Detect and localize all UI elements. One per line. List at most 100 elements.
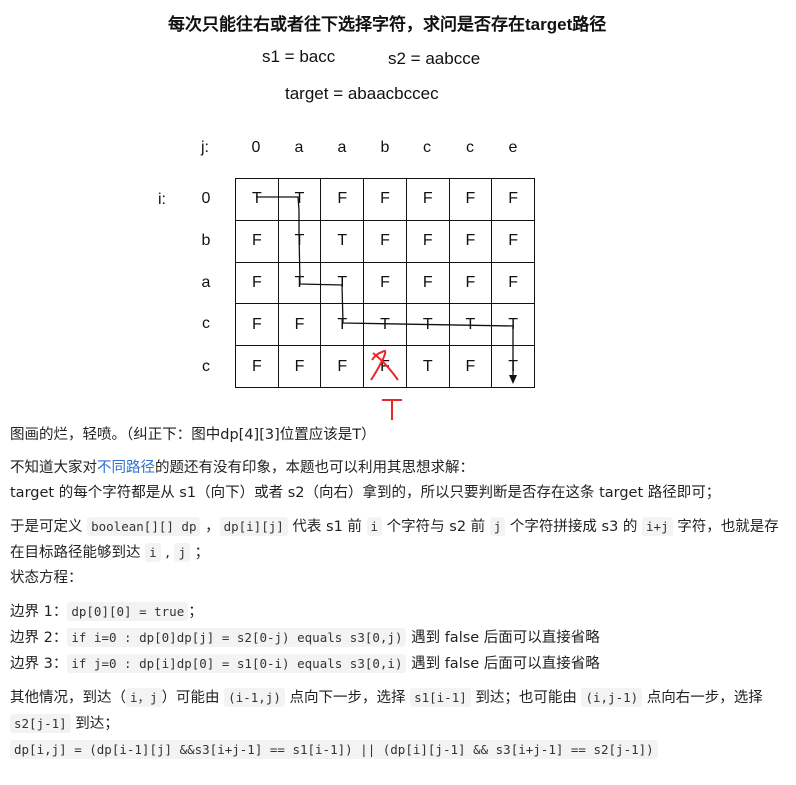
inline-code: j: [174, 543, 190, 562]
dp-cell: F: [449, 262, 493, 305]
dp-cell: F: [449, 346, 493, 388]
dp-cell: T: [492, 346, 535, 388]
dp-cell: T: [406, 346, 450, 388]
dp-cell: F: [236, 262, 279, 305]
text-span: ；: [188, 604, 203, 620]
target-paragraph: target 的每个字符都是从 s1（向下）或者 s2（向右）拿到的，所以只要判…: [10, 485, 721, 501]
inline-code: i，j: [126, 688, 162, 707]
column-header: c: [423, 139, 431, 156]
text-span: 点向右一步，选择: [642, 690, 763, 706]
text-span: 遇到 false 后面可以直接省略: [406, 656, 600, 672]
dp-cell: T: [449, 304, 493, 347]
text-span: 不知道大家对: [10, 460, 97, 476]
inline-code: if j=0 : dp[i]dp[0] = s1[0-i) equals s3[…: [67, 654, 407, 673]
inline-code: i: [366, 517, 383, 536]
inline-code: boolean[][] dp: [87, 517, 201, 536]
j-axis-label: j:: [201, 139, 209, 156]
inline-code: j: [489, 517, 506, 536]
dp-cell: F: [492, 262, 535, 305]
column-header: 0: [251, 139, 261, 156]
inline-code: dp[0][0] = true: [67, 602, 189, 621]
boundary-2: 边界 2：if i=0 : dp[0]dp[j] = s2[0-j) equal…: [10, 625, 790, 651]
row-header: c: [202, 358, 210, 375]
explanation-text: 图画的烂，轻喷。（纠正下：图中dp[4][3]位置应该是T） 不知道大家对不同路…: [10, 423, 790, 763]
inline-code: s2[j-1]: [10, 714, 71, 733]
inline-code: i+j: [642, 517, 673, 536]
inline-code: (i,j-1): [581, 688, 643, 707]
dp-cell: T: [321, 304, 365, 347]
dp-cell: F: [406, 179, 450, 221]
dp-cell: F: [449, 220, 493, 263]
dp-cell: T: [278, 179, 322, 221]
text-span: ）可能由: [161, 690, 225, 706]
dp-cell: F: [406, 220, 450, 263]
unique-paths-link[interactable]: 不同路径: [97, 460, 155, 476]
formula-line: dp[i,j] = (dp[i-1][j] &&s3[i+j-1] == s1[…: [10, 737, 790, 763]
text-span: 到达；也可能由: [470, 690, 582, 706]
dp-cell: F: [236, 346, 279, 388]
boundary-3: 边界 3：if j=0 : dp[i]dp[0] = s1[0-i) equal…: [10, 651, 790, 677]
text-span: 于是可定义: [10, 519, 88, 535]
text-span: 其他情况，到达（: [10, 690, 126, 706]
text-span: 边界 2：: [10, 630, 68, 646]
dp-cell: T: [492, 304, 535, 347]
column-header: a: [294, 139, 304, 156]
text-span: 点向下一步，选择: [284, 690, 411, 706]
text-span: 字符，也就是存在目标路径能够到达: [10, 519, 779, 561]
text-span: 遇到 false 后面可以直接省略: [406, 630, 600, 646]
row-header: c: [202, 315, 210, 332]
column-header: e: [508, 139, 518, 156]
column-header: b: [380, 139, 390, 156]
dp-cell: T: [236, 179, 279, 221]
intro-paragraph: 不知道大家对不同路径的题还有没有印象，本题也可以利用其思想求解：: [10, 456, 790, 481]
dp-cell: T: [278, 220, 322, 263]
row-header: b: [201, 232, 211, 249]
inline-code: i: [145, 543, 161, 562]
dp-cell: F: [364, 346, 407, 388]
row-header: 0: [201, 190, 211, 207]
correction-t-icon: [382, 399, 402, 420]
dp-cell: F: [321, 179, 365, 221]
inline-code: s1[i-1]: [410, 688, 471, 707]
inline-code: if i=0 : dp[0]dp[j] = s2[0-j) equals s3[…: [67, 628, 407, 647]
dp-cell: F: [364, 179, 407, 221]
dp-cell: F: [492, 179, 535, 221]
dp-cell: F: [278, 304, 322, 347]
row-header: a: [201, 274, 211, 291]
state-equation-heading: 状态方程：: [10, 570, 83, 586]
text-span: ,: [160, 545, 175, 561]
caption: 图画的烂，轻喷。（纠正下：图中dp[4][3]位置应该是T）: [10, 427, 376, 443]
dp-cell: F: [321, 346, 365, 388]
dp-cell: F: [406, 262, 450, 305]
inline-code: (i-1,j): [224, 688, 285, 707]
dp-cell: T: [278, 262, 322, 305]
dp-cell: T: [364, 304, 407, 347]
dp-cell: T: [406, 304, 450, 347]
boundary-1: 边界 1：dp[0][0] = true；: [10, 599, 790, 625]
inline-code: dp[i][j]: [219, 517, 288, 536]
text-span: 到达；: [70, 716, 119, 732]
text-span: ，: [200, 519, 220, 535]
column-header: a: [337, 139, 347, 156]
text-span: 边界 1：: [10, 604, 68, 620]
text-span: 个字符拼接成 s3 的: [505, 519, 643, 535]
definition-paragraph: 于是可定义 boolean[][] dp ，dp[i][j] 代表 s1 前 i…: [10, 514, 790, 566]
s1-label: s1 = bacc: [262, 47, 336, 66]
i-axis-label: i:: [158, 191, 166, 208]
dp-cell: T: [321, 262, 365, 305]
target-label: target = abaacbccec: [285, 84, 439, 103]
dp-cell: F: [364, 220, 407, 263]
text-span: 边界 3：: [10, 656, 68, 672]
s2-label: s2 = aabcce: [388, 49, 481, 68]
figure-title: 每次只能往右或者往下选择字符，求问是否存在target路径: [168, 15, 607, 34]
dp-cell: F: [236, 304, 279, 347]
dp-cell: F: [492, 220, 535, 263]
text-span: 的题还有没有印象，本题也可以利用其思想求解：: [155, 460, 474, 476]
dp-cell: F: [364, 262, 407, 305]
dp-cell: F: [236, 220, 279, 263]
dp-cell: T: [321, 220, 365, 263]
column-header: c: [466, 139, 474, 156]
text-span: 个字符与 s2 前: [382, 519, 490, 535]
dp-cell: F: [278, 346, 322, 388]
